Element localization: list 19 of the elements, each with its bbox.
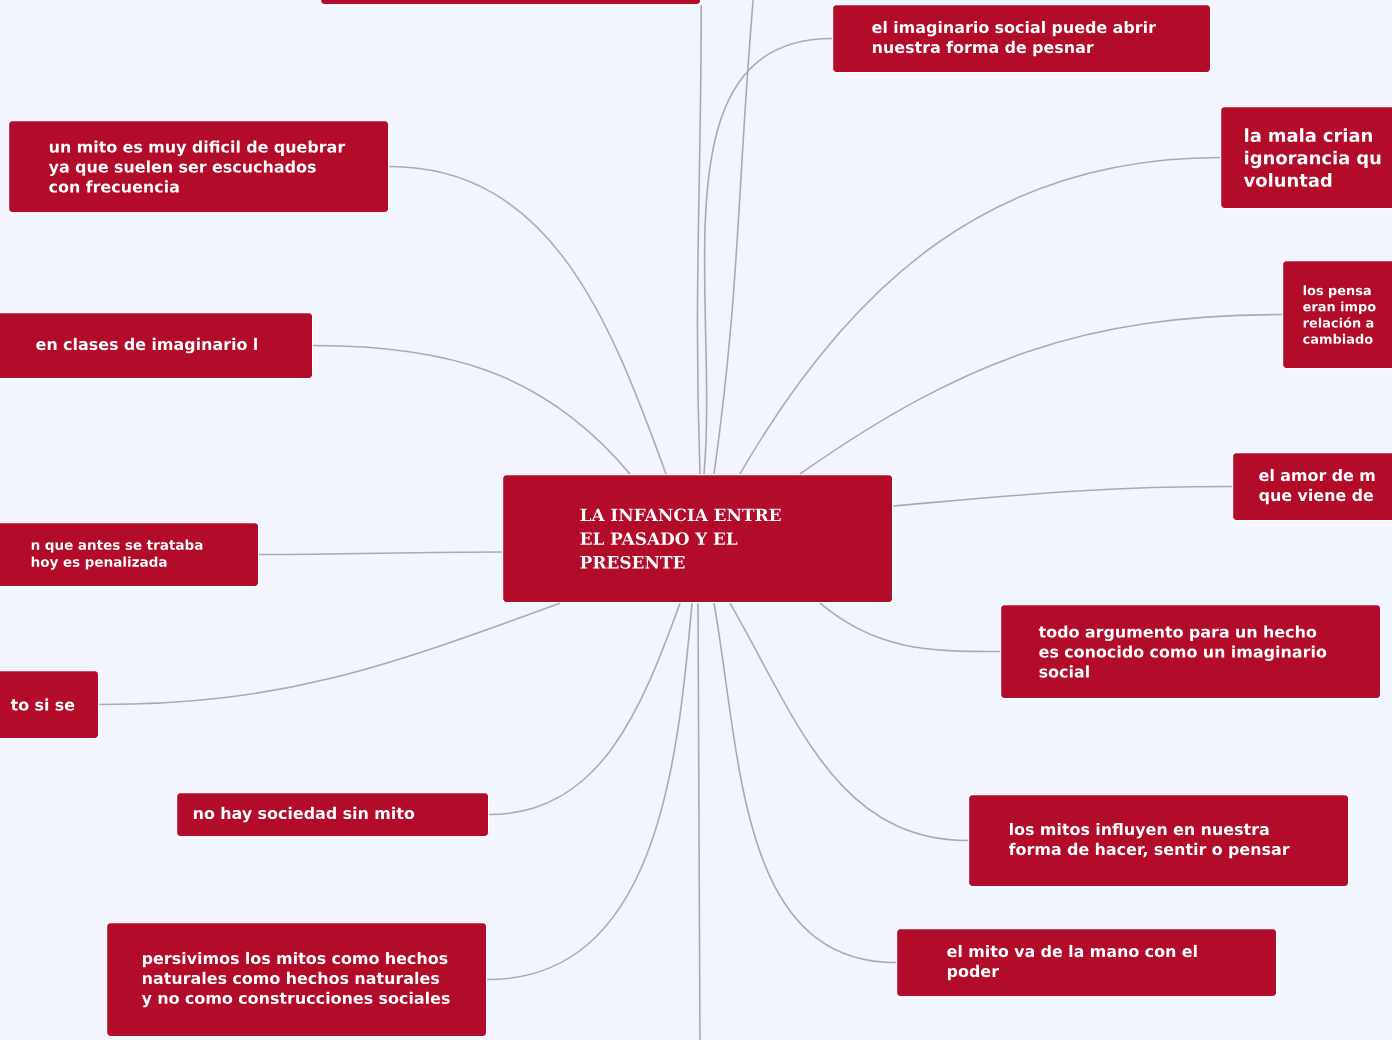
connector-line [258, 551, 503, 556]
connector-line [697, 602, 701, 1040]
connector-line [696, 4, 702, 475]
connector-line [713, 602, 897, 964]
connector-line [488, 602, 681, 816]
connector-line [713, 0, 755, 475]
connector-line [388, 165, 667, 475]
connector-line [819, 602, 1001, 653]
connector-line [799, 313, 1283, 475]
connector-line [892, 485, 1233, 507]
connector-line [739, 156, 1221, 475]
topic-box: la mala crian ignorancia qu voluntad [1220, 106, 1392, 210]
connector-line [312, 344, 631, 475]
connector-line [729, 602, 969, 842]
central-topic-box: LA INFANCIA ENTRE EL PASADO Y EL PRESENTE [502, 473, 894, 604]
topic-box [320, 0, 702, 6]
connector-line [703, 37, 833, 475]
connector-line [486, 602, 693, 981]
connector-line [98, 602, 561, 706]
